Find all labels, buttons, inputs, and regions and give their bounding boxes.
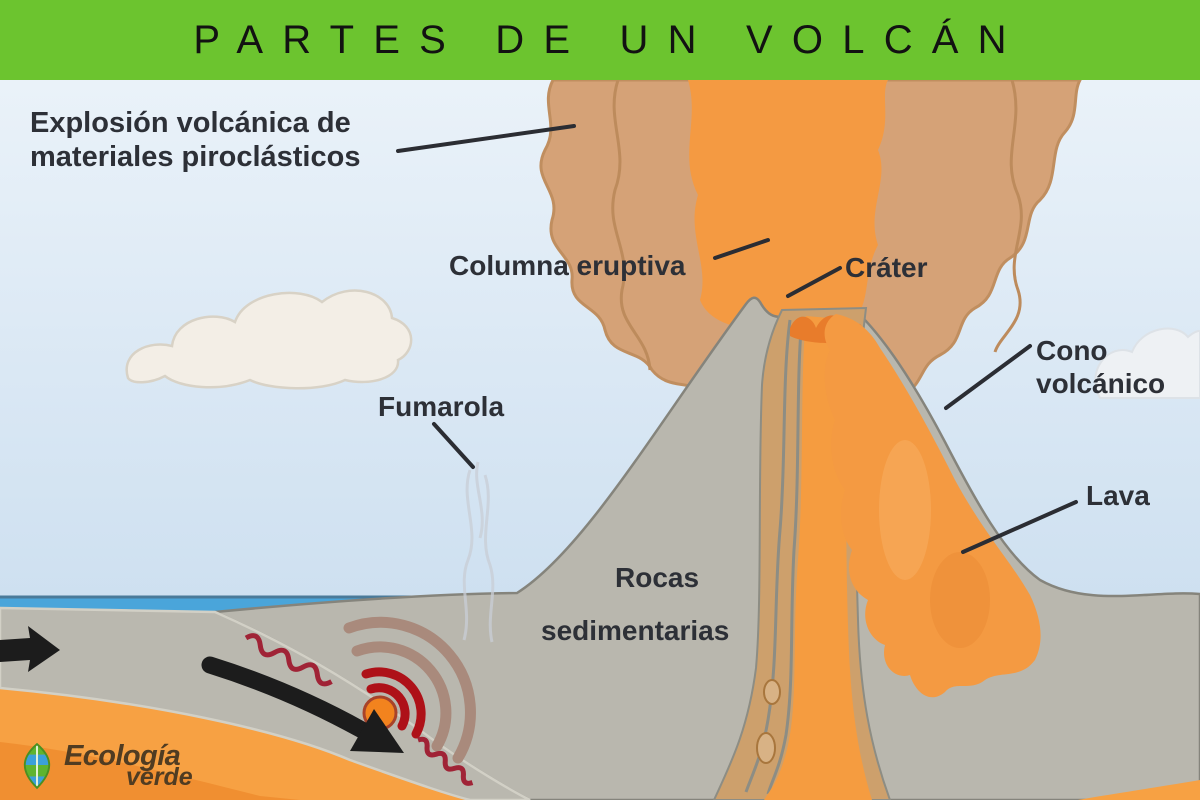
brand-name-line2: verde <box>126 763 193 791</box>
lava-flow <box>824 314 1041 698</box>
label-explosion: Explosión volcánica de materiales pirocl… <box>30 107 361 173</box>
pointer-cono <box>944 344 1032 410</box>
title-bar: PARTES DE UN VOLCÁN <box>0 0 1200 80</box>
volcano-illustration <box>0 80 1200 800</box>
label-crater: Cráter <box>845 252 928 283</box>
cloud-right <box>1094 327 1200 399</box>
earthquake-focus <box>343 616 476 764</box>
pointer-lines <box>396 124 1078 554</box>
cloud-left <box>125 289 413 390</box>
page-title: PARTES DE UN VOLCÁN <box>193 17 1026 62</box>
plate-motion-arrows <box>0 626 404 753</box>
magma-deep-wave <box>0 742 300 800</box>
arrow-right-icon <box>0 626 60 672</box>
magma-lower-right <box>1078 780 1200 800</box>
label-rocas-line2: sedimentarias <box>541 615 730 646</box>
pointer-crater <box>786 266 842 298</box>
pointer-columna <box>713 238 770 260</box>
ecologia-verde-logo: Ecología verde <box>18 742 193 790</box>
label-rocas-line1: Rocas <box>615 562 700 593</box>
leaf-icon <box>23 742 51 790</box>
pointer-lava <box>961 500 1078 554</box>
label-lava: Lava <box>1086 480 1150 511</box>
label-columna-eruptiva: Columna eruptiva <box>449 250 686 281</box>
label-fumarola: Fumarola <box>378 391 505 422</box>
pointer-explosion <box>396 124 576 153</box>
pointer-fumarola <box>432 422 475 469</box>
brand-name-line1: Ecología <box>64 740 181 772</box>
arrow-down-right-icon <box>350 709 404 753</box>
label-cono-volcanico: Cono volcánico <box>1036 335 1166 399</box>
fumarole-steam <box>462 461 495 643</box>
